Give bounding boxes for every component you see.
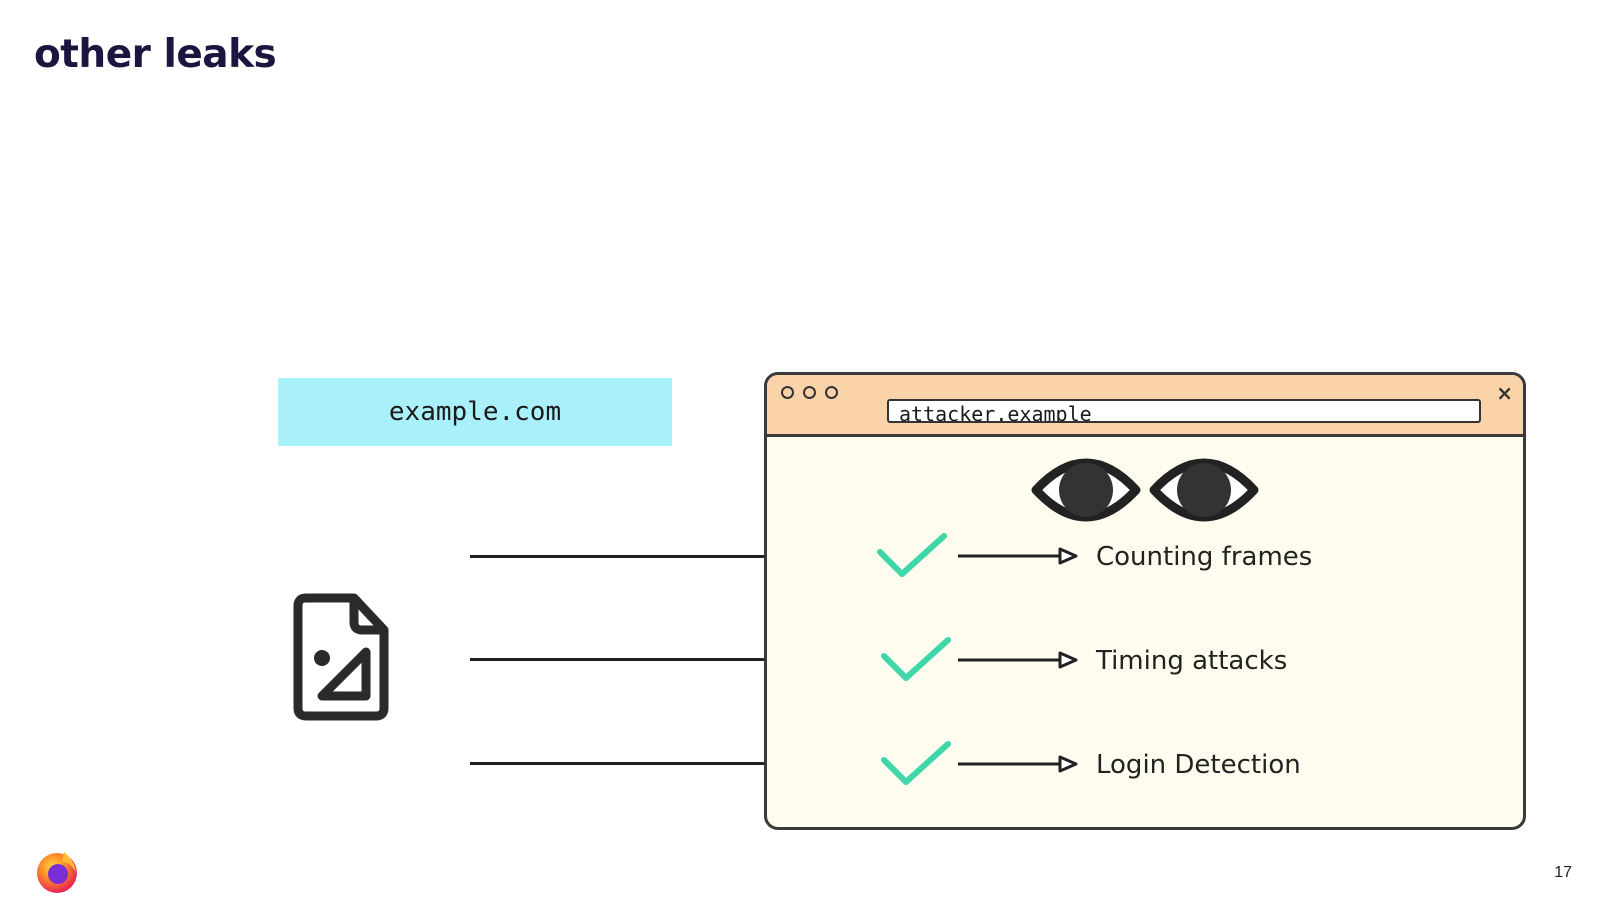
arrow-icon [958,755,1078,773]
arrow-icon [958,547,1078,565]
eyes-icon [1031,458,1259,522]
site-box: example.com [278,378,672,446]
close-icon: × [1496,381,1513,405]
browser-title-bar: attacker.example × [767,375,1523,437]
checkmark-icon [877,533,947,577]
window-dot [803,386,816,399]
page-number: 17 [1554,864,1572,881]
firefox-logo [37,852,77,893]
image-file-icon [293,593,389,721]
attacker-browser-window: attacker.example × [764,372,1526,830]
leak-label-login-detection: Login Detection [1096,750,1301,780]
site-label: example.com [388,397,562,427]
slide-title: other leaks [34,32,277,77]
arrow-icon [958,651,1078,669]
window-dot [781,386,794,399]
connector-line [470,658,846,661]
checkmark-icon [881,637,951,681]
leak-label-counting-frames: Counting frames [1096,542,1313,572]
connector-line [470,762,846,765]
checkmark-icon [881,741,951,785]
leak-label-timing-attacks: Timing attacks [1096,646,1288,676]
window-dot [825,386,838,399]
connector-line [470,555,846,558]
address-bar: attacker.example [887,399,1481,423]
